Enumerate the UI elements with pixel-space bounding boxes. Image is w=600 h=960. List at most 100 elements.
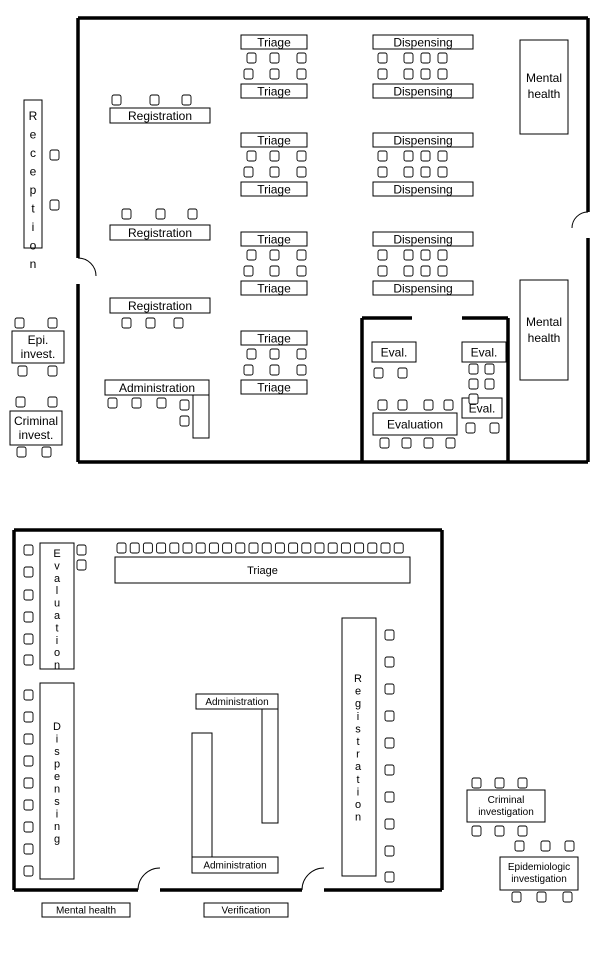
chair — [23, 777, 34, 789]
dispensing-table-top-1-label: Dispensing — [393, 35, 452, 49]
administration-table-bottom-arm — [191, 732, 213, 858]
chair — [377, 68, 388, 80]
triage-table-bottom-3-label: Triage — [257, 281, 291, 295]
chair — [23, 711, 34, 723]
chair — [377, 399, 388, 411]
chair — [420, 52, 431, 64]
chair — [437, 249, 448, 261]
triage-long-table — [114, 556, 411, 584]
chair — [373, 367, 384, 379]
chair — [222, 542, 233, 554]
chair — [393, 542, 404, 554]
chair — [403, 265, 414, 277]
chair — [437, 265, 448, 277]
chair — [121, 317, 132, 329]
chair — [246, 52, 257, 64]
chair — [23, 865, 34, 877]
chair — [243, 68, 254, 80]
chair — [377, 150, 388, 162]
chair — [269, 348, 280, 360]
chair — [384, 629, 395, 641]
chair — [179, 399, 190, 411]
chair — [149, 94, 160, 106]
registration-table-3 — [109, 297, 211, 314]
plan2-door-right — [301, 867, 325, 891]
chair — [379, 437, 390, 449]
mental-health-desk-outside — [41, 902, 131, 918]
chair — [296, 364, 307, 376]
dispensing-table-bottom-1-label: Dispensing — [393, 84, 452, 98]
chair — [420, 249, 431, 261]
criminal-invest-desk — [9, 410, 63, 446]
chair — [484, 378, 495, 390]
chair — [121, 208, 132, 220]
chair — [423, 399, 434, 411]
triage-table-bottom-2 — [240, 181, 308, 197]
mental-health-desk-outside-label: Mental health — [56, 906, 116, 917]
administration-table-bottom-label: Administration — [203, 861, 266, 872]
chair — [182, 542, 193, 554]
administration-table-label: Administration — [119, 381, 195, 395]
chair — [47, 365, 58, 377]
chair — [76, 544, 87, 556]
chair — [296, 52, 307, 64]
eval-desk-right-2-label: Eval. — [469, 401, 496, 415]
chair — [243, 364, 254, 376]
plan1-side-door — [571, 211, 589, 229]
triage-table-top-4-label: Triage — [257, 331, 291, 345]
chair — [23, 689, 34, 701]
dispensing-table-bottom-1 — [372, 83, 474, 99]
chair — [384, 818, 395, 830]
chair — [562, 891, 573, 903]
walls — [12, 16, 590, 892]
chair — [296, 68, 307, 80]
chair — [269, 364, 280, 376]
chair — [195, 542, 206, 554]
mental-health-desk-2 — [519, 279, 569, 381]
chair — [420, 166, 431, 178]
chair — [23, 566, 34, 578]
chair — [468, 393, 479, 405]
chair — [47, 317, 58, 329]
chair — [384, 845, 395, 857]
chair — [269, 249, 280, 261]
chair — [437, 150, 448, 162]
triage-table-top-1-label: Triage — [257, 35, 291, 49]
chair — [377, 52, 388, 64]
chair — [384, 656, 395, 668]
plan2-door-left — [137, 867, 161, 891]
chairs — [14, 52, 575, 903]
chair — [377, 166, 388, 178]
registration-table-1-label: Registration — [128, 109, 192, 123]
chair — [179, 415, 190, 427]
chair — [403, 68, 414, 80]
chair — [296, 265, 307, 277]
chair — [23, 633, 34, 645]
chair — [269, 265, 280, 277]
chair — [131, 397, 142, 409]
mental-health-desk-1 — [519, 39, 569, 135]
epi-invest-desk — [11, 330, 65, 364]
reception-desk — [23, 99, 43, 249]
chair — [403, 150, 414, 162]
chair — [384, 737, 395, 749]
chair — [41, 446, 52, 458]
chair — [384, 791, 395, 803]
chair — [377, 249, 388, 261]
triage-table-bottom-2-label: Triage — [257, 182, 291, 196]
chair — [377, 265, 388, 277]
criminal-investigation-desk — [466, 789, 546, 823]
chair — [296, 166, 307, 178]
chair — [47, 396, 58, 408]
chair — [17, 365, 28, 377]
verification-desk-label: Verification — [222, 906, 271, 917]
chair — [384, 871, 395, 883]
chair — [23, 733, 34, 745]
dispensing-table-bottom-2-label: Dispensing — [393, 182, 452, 196]
